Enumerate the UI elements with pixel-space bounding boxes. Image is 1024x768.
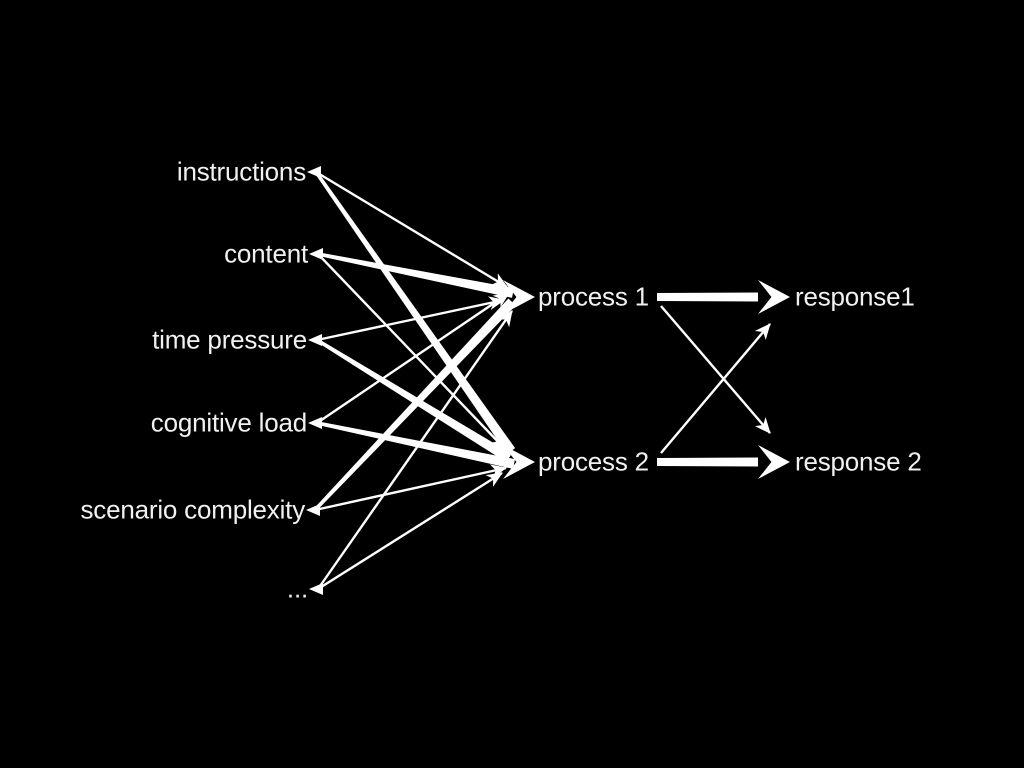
response-label-2: response 2	[795, 446, 922, 477]
edge-process-1-to-response-1	[657, 292, 758, 302]
edge-content-to-process-2	[317, 253, 506, 450]
edge-ellipsis-to-process-1	[317, 310, 513, 590]
input-label-time-pressure: time pressure	[152, 324, 307, 355]
edge-process-1-to-response-2	[660, 305, 771, 434]
edge-process-2-to-response-2	[657, 457, 758, 467]
edge-content-to-process-1	[317, 252, 514, 298]
process-label-2: process 2	[538, 446, 649, 477]
input-label-cognitive-load: cognitive load	[150, 407, 307, 438]
edge-time-pressure-to-process-1	[316, 296, 505, 342]
source-wedge-ellipsis	[309, 583, 323, 595]
input-label-scenario-complexity: scenario complexity	[80, 494, 305, 525]
source-wedge-content	[309, 248, 323, 260]
source-wedge-cognitive-load	[308, 417, 322, 429]
edge-instructions-to-process-1	[315, 170, 508, 289]
edge-cognitive-load-to-process-1	[316, 292, 510, 424]
edge-ellipsis-to-process-2	[317, 471, 503, 591]
arrowhead-process-2	[503, 445, 535, 479]
edge-process-2-to-response-1	[660, 323, 771, 454]
source-wedge-instructions	[307, 166, 321, 178]
source-wedge-scenario-complexity	[306, 504, 320, 516]
arrowhead-response-2	[758, 445, 790, 479]
arrowhead-process-1	[503, 280, 535, 314]
source-wedge-time-pressure	[308, 334, 322, 346]
edge-scenario-complexity-to-process-1	[313, 298, 516, 512]
arrowhead-response-1	[758, 280, 790, 314]
edge-cognitive-load-to-process-2	[316, 421, 516, 469]
input-label-instructions: instructions	[176, 156, 306, 187]
edge-time-pressure-to-process-2	[316, 338, 512, 463]
input-label-ellipsis: ...	[286, 573, 308, 604]
edge-scenario-complexity-to-process-2	[314, 464, 507, 512]
edge-instructions-to-process-2	[314, 170, 516, 454]
process-label-1: process 1	[538, 281, 649, 312]
input-label-content: content	[224, 238, 308, 269]
response-label-1: response1	[795, 281, 915, 312]
